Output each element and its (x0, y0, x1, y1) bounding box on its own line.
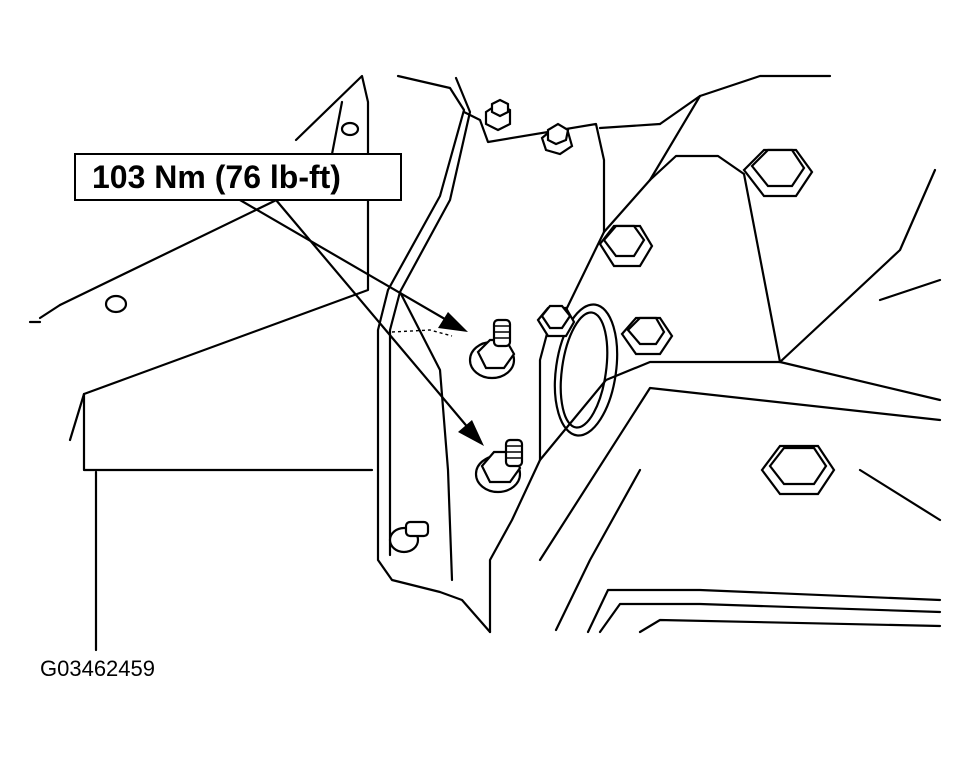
panel-hole-icon (340, 121, 360, 137)
bolt-icon (540, 122, 574, 156)
bolt-icon (536, 304, 576, 338)
hex-bolts (484, 98, 836, 496)
bolt-icon (760, 444, 836, 496)
mount-ring (553, 303, 619, 437)
housing (538, 74, 942, 634)
stud-lower (474, 438, 524, 494)
figure-id: G03462459 (40, 656, 155, 681)
stud-small (388, 520, 430, 554)
stud-upper (468, 318, 516, 380)
bolt-icon (742, 148, 814, 198)
panel-hole-icon (104, 294, 128, 314)
bolt-icon (620, 316, 674, 356)
callout-leaders (238, 198, 484, 446)
bolt-icon (598, 224, 654, 268)
torque-callout: 103 Nm (76 lb-ft) (74, 153, 402, 201)
bolt-icon (484, 98, 512, 132)
